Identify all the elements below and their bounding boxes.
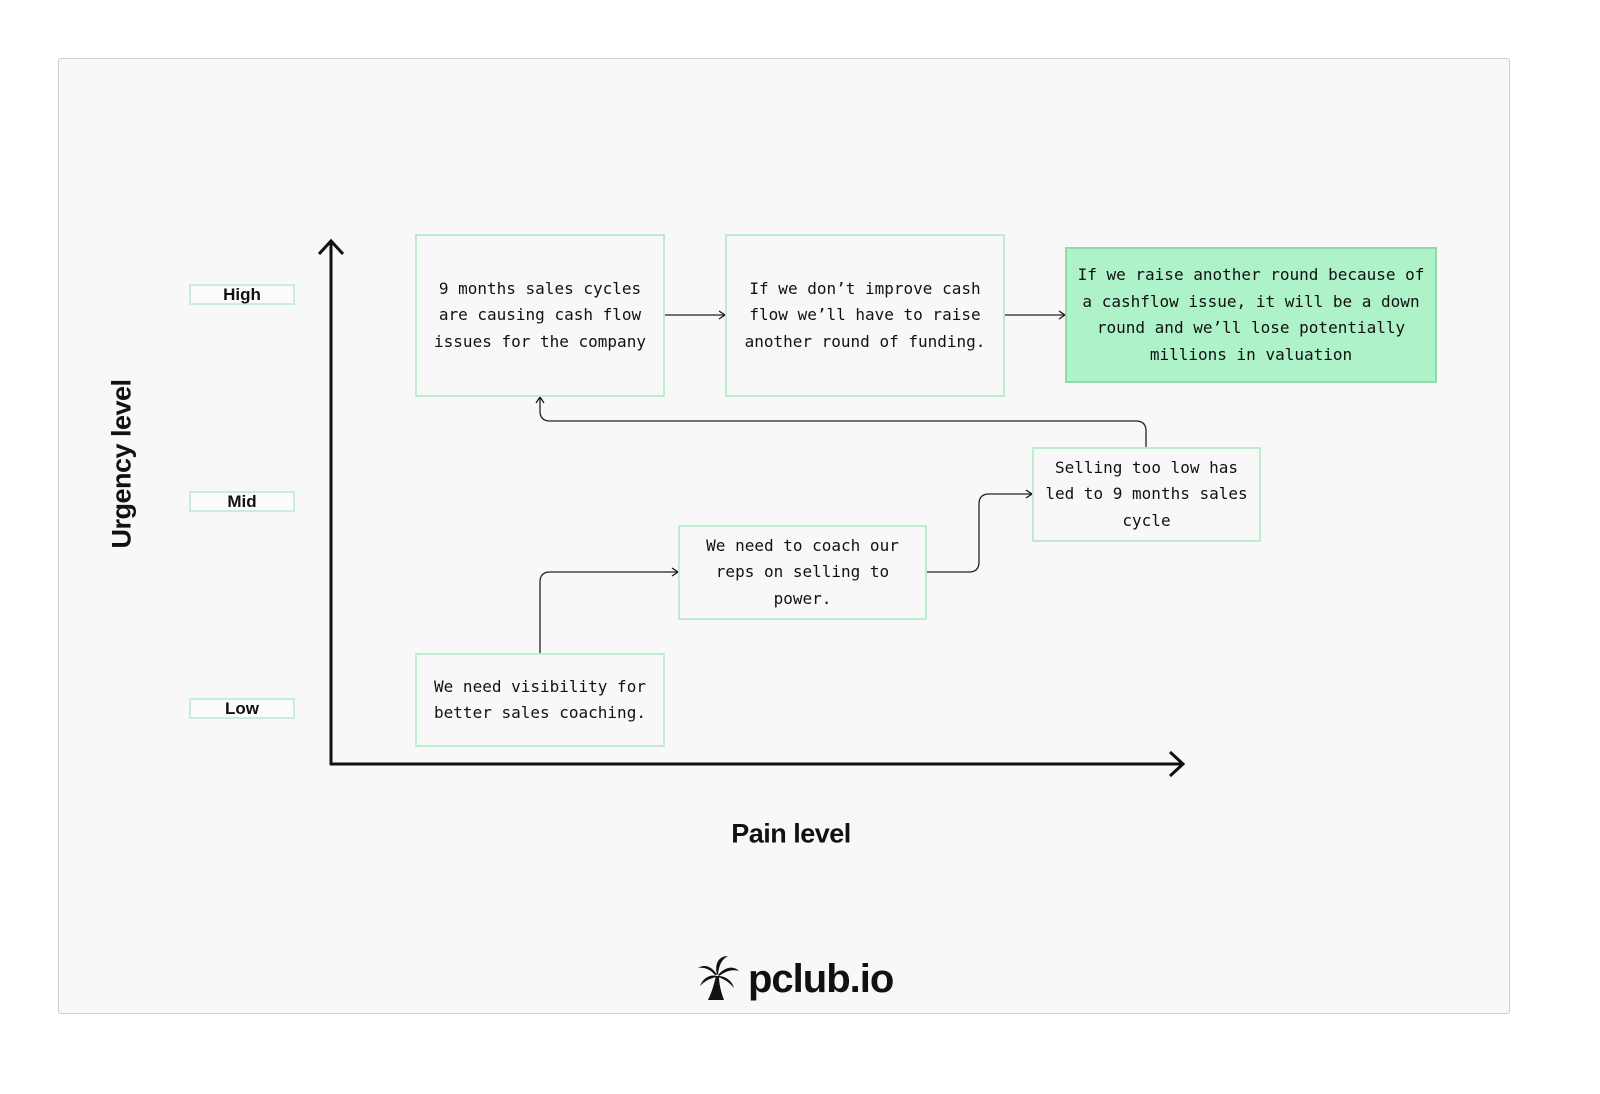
node-raise-funding[interactable]: If we don’t improve cash flow we’ll have… xyxy=(725,234,1005,397)
level-mid: Mid xyxy=(189,491,295,512)
x-axis-label: Pain level xyxy=(731,818,851,849)
level-high: High xyxy=(189,284,295,305)
y-axis-label: Urgency level xyxy=(106,379,137,549)
node-sales-cycles-cash-flow[interactable]: 9 months sales cycles are causing cash f… xyxy=(415,234,665,397)
node-coach-reps[interactable]: We need to coach our reps on selling to … xyxy=(678,525,927,620)
node-selling-too-low[interactable]: Selling too low has led to 9 months sale… xyxy=(1032,447,1261,542)
node-visibility[interactable]: We need visibility for better sales coac… xyxy=(415,653,665,747)
palm-tree-icon xyxy=(698,956,739,1000)
node-down-round[interactable]: If we raise another round because of a c… xyxy=(1065,247,1437,383)
brand-name: pclub.io xyxy=(748,956,894,1001)
brand-logo: pclub.io xyxy=(696,954,894,1004)
level-low: Low xyxy=(189,698,295,719)
